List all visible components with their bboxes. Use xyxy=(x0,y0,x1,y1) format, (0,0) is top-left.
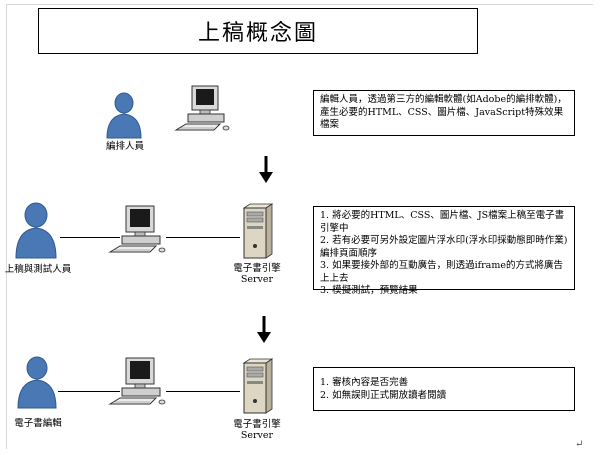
paragraph-mark: ↵ xyxy=(575,439,584,450)
person-icon xyxy=(17,356,57,409)
note-line: 1. 將必要的HTML、CSS、圖片檔、JS檔案上稿至電子書引擎中 xyxy=(320,210,565,234)
note-line: 3. 如果要接外部的互動廣告，則透過iframe的方式將廣告上上去 xyxy=(320,260,563,284)
server-label-primary: 電子書引擎 xyxy=(233,419,281,430)
note-box: 1. 將必要的HTML、CSS、圖片檔、JS檔案上稿至電子書引擎中 2. 若有必… xyxy=(313,206,575,296)
arrow-down-icon xyxy=(257,316,271,343)
connector-line xyxy=(166,237,240,238)
server-label-primary: 電子書引擎 xyxy=(233,263,281,274)
arrow-down-icon xyxy=(259,156,273,183)
note-line: 1. 審核內容是否完善 xyxy=(320,377,409,388)
note-line: 編排頁面順序 xyxy=(320,247,378,259)
server-icon xyxy=(242,203,274,259)
note-line: 2. 若有必要可另外設定圖片浮水印(浮水印採動態即時作業) xyxy=(320,235,568,246)
note-line: 編輯人員，透過第三方的編輯軟體(如Adobe的編排軟體)，產生必要的HTML、C… xyxy=(320,94,567,130)
person-label: 編排人員 xyxy=(105,141,144,152)
page-frame xyxy=(6,4,593,449)
note-line: 2. 如無誤則正式開放讀者閱讀 xyxy=(320,389,447,401)
page-title: 上稿概念圖 xyxy=(38,8,478,54)
note-box: 編輯人員，透過第三方的編輯軟體(如Adobe的編排軟體)，產生必要的HTML、C… xyxy=(313,90,575,136)
person-label: 電子書編輯 xyxy=(14,418,62,429)
connector-line xyxy=(60,237,120,238)
computer-icon xyxy=(108,205,166,253)
computer-icon xyxy=(108,357,166,405)
note-line: 3. 模擬測試，預覽結果 xyxy=(320,285,418,296)
connector-line xyxy=(58,391,120,392)
person-icon xyxy=(106,92,142,139)
computer-icon xyxy=(174,85,230,131)
person-label: 上稿與測試人員 xyxy=(4,264,72,275)
server-label-secondary: Server xyxy=(240,274,274,285)
person-icon xyxy=(15,202,57,259)
server-label-secondary: Server xyxy=(240,430,274,441)
connector-line xyxy=(166,391,240,392)
note-box: 1. 審核內容是否完善 2. 如無誤則正式開放讀者閱讀 xyxy=(313,367,575,411)
server-icon xyxy=(242,358,274,414)
